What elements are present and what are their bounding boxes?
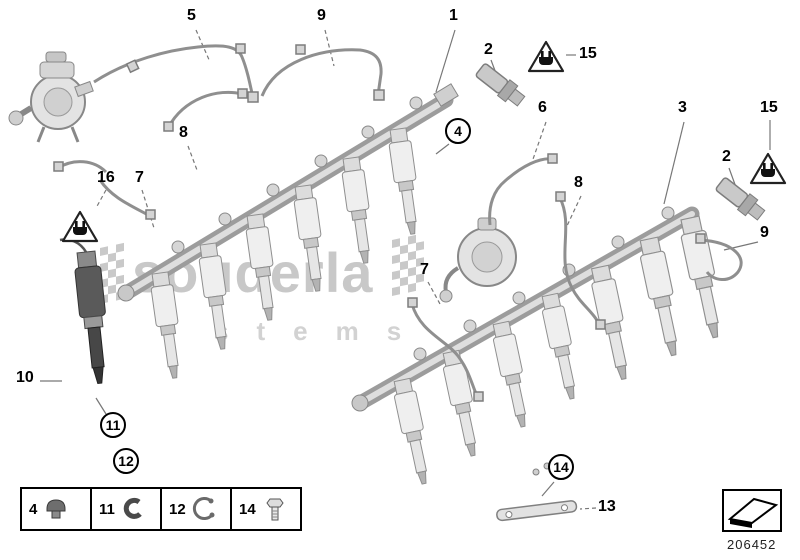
cap-plug-icon — [46, 499, 66, 519]
callout-5: 5 — [187, 7, 196, 24]
legend-label-12: 12 — [169, 500, 186, 518]
callout-7-left: 7 — [135, 169, 144, 186]
callout-2-rear: 2 — [722, 148, 731, 165]
pressure-regulator-pump — [439, 217, 517, 303]
callout-9-right: 9 — [760, 224, 769, 241]
warning-plug-icon — [749, 152, 787, 185]
callout-11-circled: 11 — [100, 412, 126, 438]
drawing-number: 206452 — [727, 537, 777, 552]
fuel-pipes — [57, 44, 743, 399]
callout-9-top: 9 — [317, 7, 326, 24]
warning-plug-icon — [527, 40, 565, 73]
callout-10: 10 — [16, 369, 34, 386]
injector-detail — [59, 238, 114, 386]
callout-1: 1 — [449, 7, 458, 24]
legend-item-4: 4 — [22, 489, 92, 529]
callout-2-front: 2 — [484, 41, 493, 58]
wedge-part-thumbnail — [727, 497, 779, 528]
legend-item-14: 14 — [232, 489, 300, 529]
callout-15-right: 15 — [760, 99, 778, 116]
legend-label-11: 11 — [99, 500, 115, 518]
mounting-bracket — [496, 462, 578, 522]
legend-label-14: 14 — [239, 500, 256, 518]
pressure-sensor-rear — [715, 177, 766, 221]
high-pressure-pump — [8, 51, 94, 143]
retaining-clip-icon — [123, 497, 142, 519]
callout-8-right: 8 — [574, 174, 583, 191]
callout-7-right: 7 — [420, 261, 429, 278]
hex-bolt-icon — [266, 498, 284, 521]
callout-12-circled: 12 — [113, 448, 139, 474]
legend-item-12: 12 — [162, 489, 232, 529]
checkered-flag-right — [392, 234, 424, 296]
callout-8-left: 8 — [179, 124, 188, 141]
hardware-legend: 4 11 12 14 — [20, 487, 302, 531]
pipe-fittings — [53, 43, 706, 402]
callout-14-circled: 14 — [548, 454, 574, 480]
part-thumbnail-box — [722, 489, 782, 532]
watermark-subtext: stems — [214, 316, 430, 346]
callout-3: 3 — [678, 99, 687, 116]
callout-15-top: 15 — [579, 45, 597, 62]
rear-fuel-rail — [351, 206, 700, 412]
callout-6: 6 — [538, 99, 547, 116]
legend-label-4: 4 — [29, 500, 38, 518]
callout-13: 13 — [598, 498, 616, 515]
callout-16: 16 — [97, 169, 115, 186]
callout-4-circled: 4 — [445, 118, 471, 144]
warning-plug-icon — [61, 210, 99, 243]
legend-item-11: 11 — [92, 489, 162, 529]
pressure-sensor-front — [475, 63, 526, 107]
snap-ring-icon — [192, 497, 215, 520]
